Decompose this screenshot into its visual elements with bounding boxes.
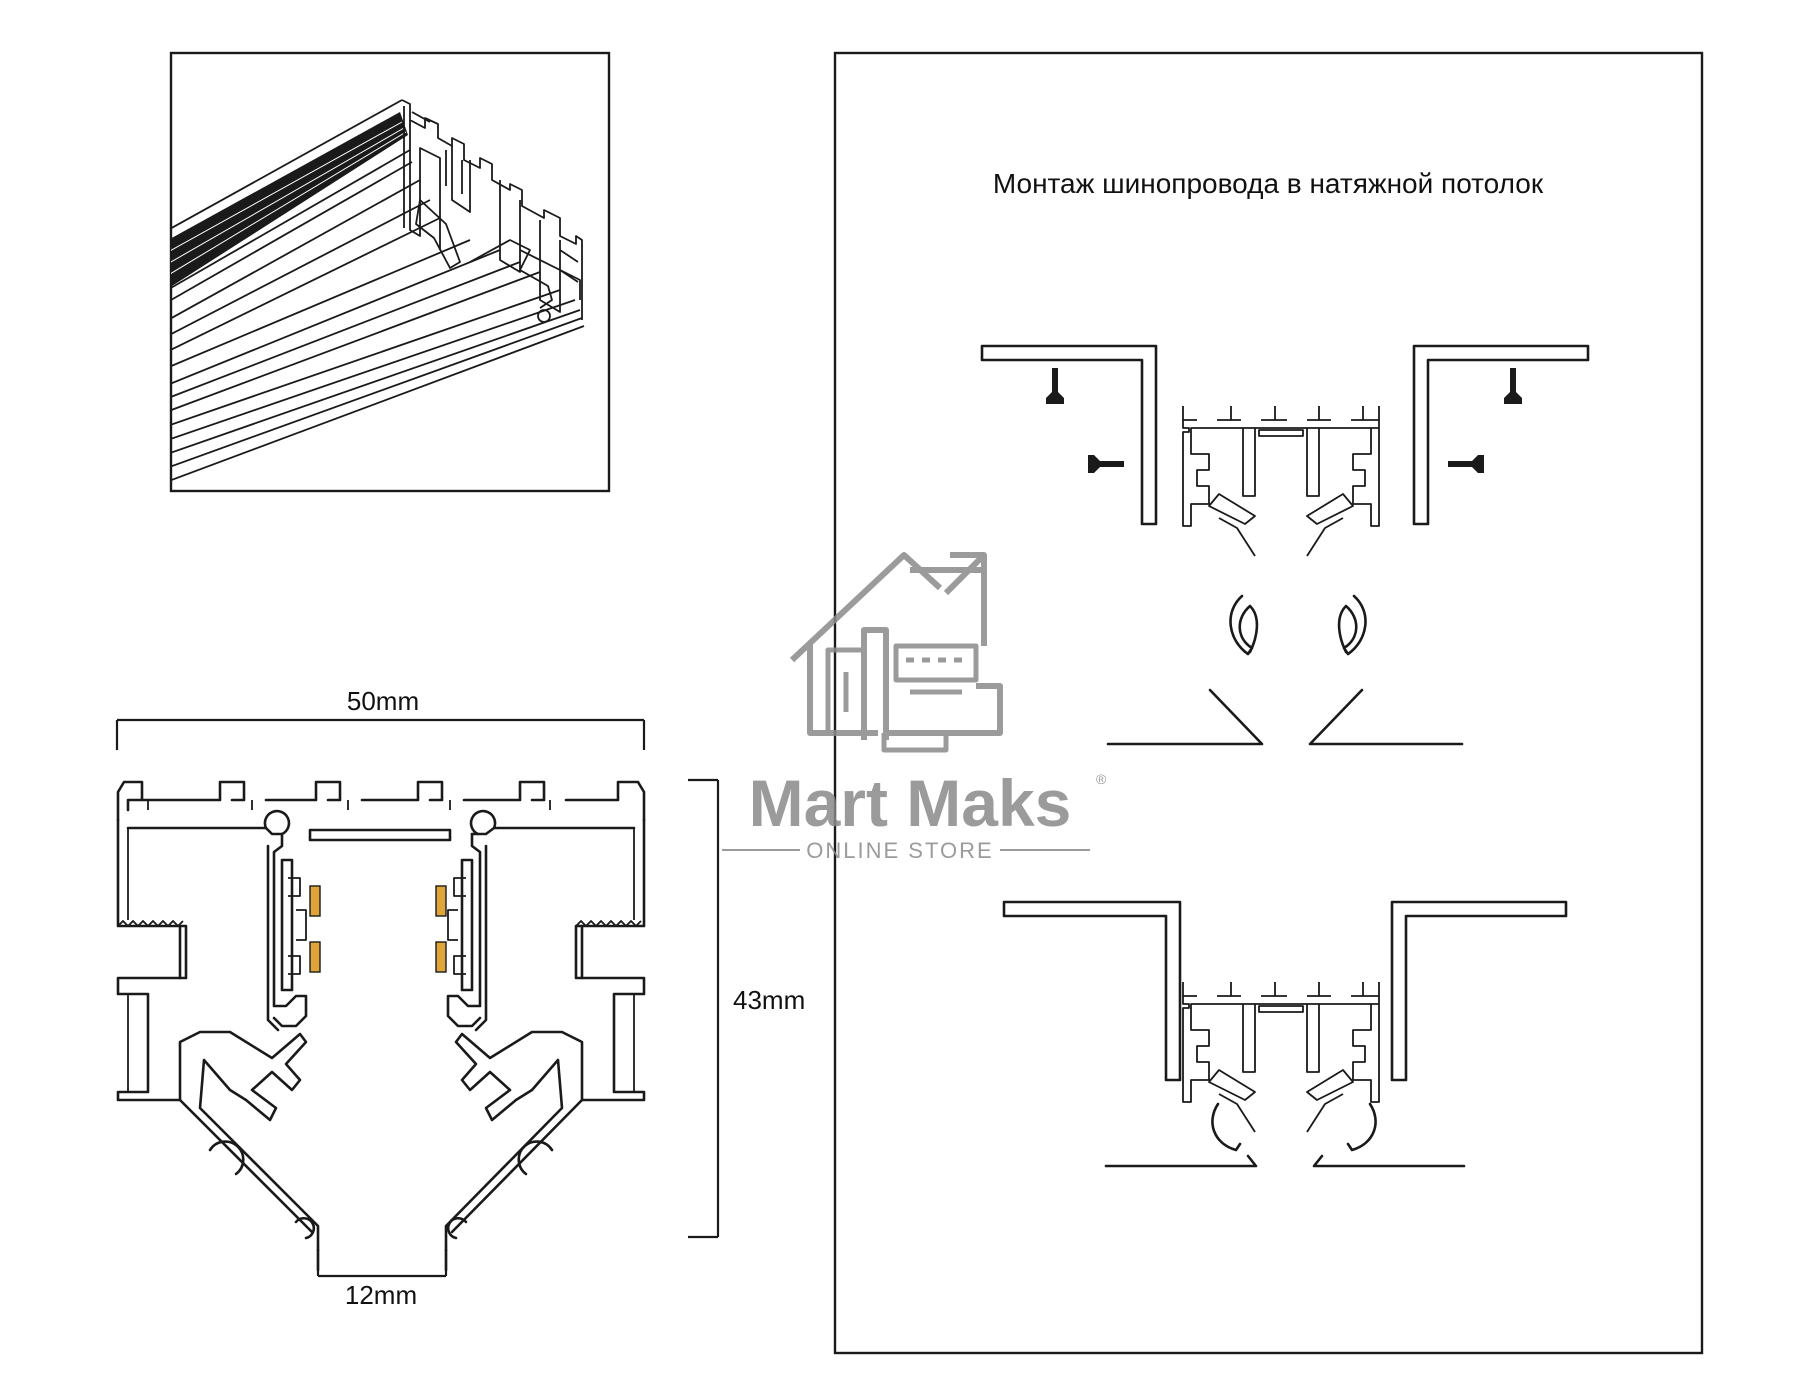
screw-icon	[1046, 368, 1064, 404]
membrane-left	[1106, 688, 1264, 746]
installation-step-exploded	[980, 344, 1590, 746]
membrane-right	[1308, 688, 1464, 746]
clip-right-installed	[1346, 1102, 1377, 1152]
screw-icon	[1088, 455, 1124, 473]
contact-left-lower	[309, 941, 321, 973]
cross-section-drawing: 50mm 43mm 12mm	[115, 686, 805, 1310]
track-profile-exploded	[1182, 405, 1380, 557]
contact-left-upper	[309, 885, 321, 917]
screw-icon	[1504, 368, 1522, 404]
screw-icon	[1448, 455, 1484, 473]
installation-title: Монтаж шинопровода в натяжной потолок	[993, 168, 1544, 199]
contact-right-lower	[435, 941, 447, 973]
slot-dimension-line	[316, 1244, 448, 1278]
clip-left-installed	[1211, 1102, 1242, 1152]
clip-right	[1337, 594, 1367, 656]
ceiling-bracket-left	[980, 344, 1158, 526]
height-dimension-label: 43mm	[733, 985, 805, 1015]
contact-right-upper	[435, 885, 447, 917]
house-icon	[789, 552, 1003, 753]
track-profile-assembled	[1182, 981, 1380, 1133]
watermark-logo: Mart Maks ® ONLINE STORE	[722, 552, 1107, 863]
membrane-right-installed	[1312, 1154, 1466, 1168]
copper-contacts	[309, 885, 447, 973]
clip-left	[1229, 594, 1259, 656]
watermark-registered: ®	[1096, 771, 1107, 787]
installation-step-assembled	[1002, 900, 1568, 1168]
installation-panel: Монтаж шинопровода в натяжной потолок	[833, 51, 1704, 1355]
installation-frame	[833, 51, 1704, 1355]
membrane-left-installed	[1104, 1154, 1258, 1168]
perspective-profile	[171, 99, 585, 482]
track-profile	[116, 780, 646, 1272]
watermark-tagline: ONLINE STORE	[806, 838, 993, 863]
slot-dimension-label: 12mm	[345, 1280, 417, 1310]
width-dimension-label: 50mm	[347, 686, 419, 716]
recess-bracket-left	[1002, 900, 1182, 1082]
width-dimension-line	[115, 718, 646, 750]
height-dimension-line	[688, 778, 720, 1239]
ceiling-bracket-right	[1412, 344, 1590, 526]
recess-bracket-right	[1390, 900, 1568, 1082]
perspective-view	[169, 51, 611, 493]
watermark-brand: Mart Maks	[749, 766, 1072, 840]
